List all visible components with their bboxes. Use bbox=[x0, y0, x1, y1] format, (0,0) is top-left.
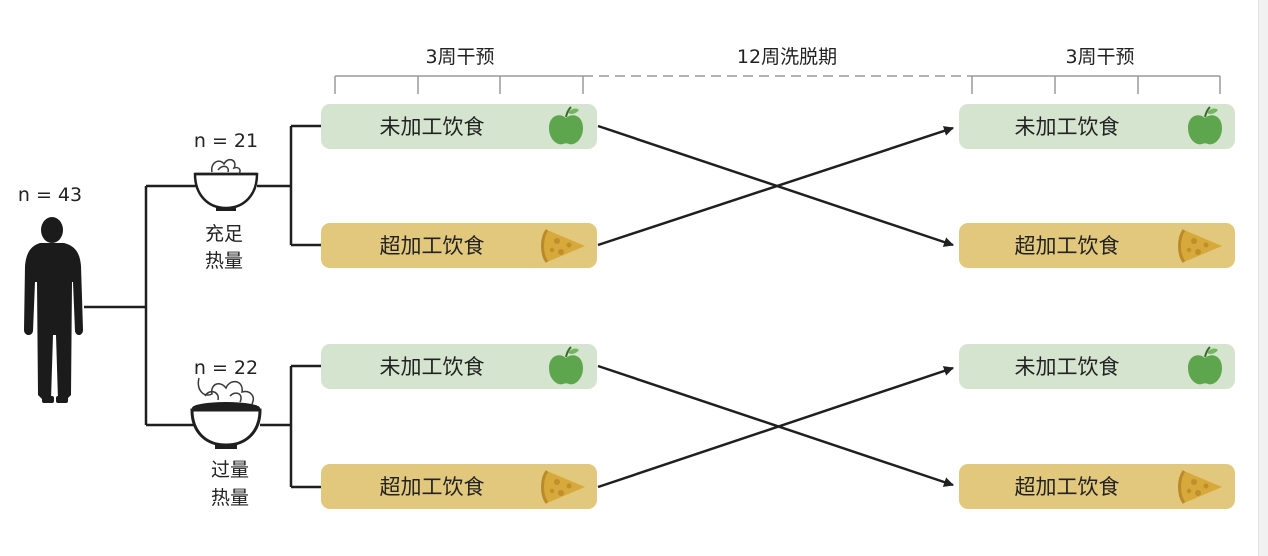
group1-branch-connector bbox=[257, 124, 321, 247]
vertical-scrollbar[interactable] bbox=[1258, 0, 1268, 556]
diet-box-ultraprocessed: 超加工饮食 bbox=[959, 464, 1235, 509]
bowl-noodles-icon bbox=[193, 158, 259, 211]
diet-box-ultraprocessed: 超加工饮食 bbox=[321, 223, 597, 268]
phase-label-washout: 12周洗脱期 bbox=[737, 46, 837, 68]
diet-label: 超加工饮食 bbox=[1015, 234, 1120, 258]
diet-label: 未加工饮食 bbox=[380, 115, 485, 139]
group-split-connector bbox=[84, 184, 197, 427]
diet-label: 超加工饮食 bbox=[380, 234, 485, 258]
diet-label: 未加工饮食 bbox=[1015, 355, 1120, 379]
group1-line1: 充足 bbox=[205, 223, 243, 245]
diet-box-unprocessed: 未加工饮食 bbox=[321, 104, 597, 149]
diet-box-unprocessed: 未加工饮食 bbox=[959, 104, 1235, 149]
total-participants-label: n = 43 bbox=[18, 184, 82, 206]
diet-label: 未加工饮食 bbox=[1015, 115, 1120, 139]
bowl-overflowing-noodles-icon bbox=[190, 377, 262, 449]
phase-label-first: 3周干预 bbox=[425, 46, 494, 68]
phase-bracket-first bbox=[334, 75, 584, 94]
group2-n-label: n = 22 bbox=[194, 357, 258, 379]
diet-box-unprocessed: 未加工饮食 bbox=[321, 344, 597, 389]
diet-box-unprocessed: 未加工饮食 bbox=[959, 344, 1235, 389]
diet-label: 超加工饮食 bbox=[380, 475, 485, 499]
group2-line2: 热量 bbox=[211, 487, 249, 509]
group1-n-label: n = 21 bbox=[194, 130, 258, 152]
group1-line2: 热量 bbox=[205, 250, 243, 272]
group2-line1: 过量 bbox=[211, 459, 249, 481]
group2-branch-connector bbox=[260, 364, 321, 489]
phase-label-second: 3周干预 bbox=[1065, 46, 1134, 68]
crossover-arrows bbox=[597, 124, 954, 489]
person-silhouette-icon bbox=[24, 217, 83, 403]
diet-box-ultraprocessed: 超加工饮食 bbox=[321, 464, 597, 509]
diet-box-ultraprocessed: 超加工饮食 bbox=[959, 223, 1235, 268]
phase-bracket-second bbox=[971, 75, 1221, 94]
diet-label: 未加工饮食 bbox=[380, 355, 485, 379]
diet-label: 超加工饮食 bbox=[1015, 475, 1120, 499]
